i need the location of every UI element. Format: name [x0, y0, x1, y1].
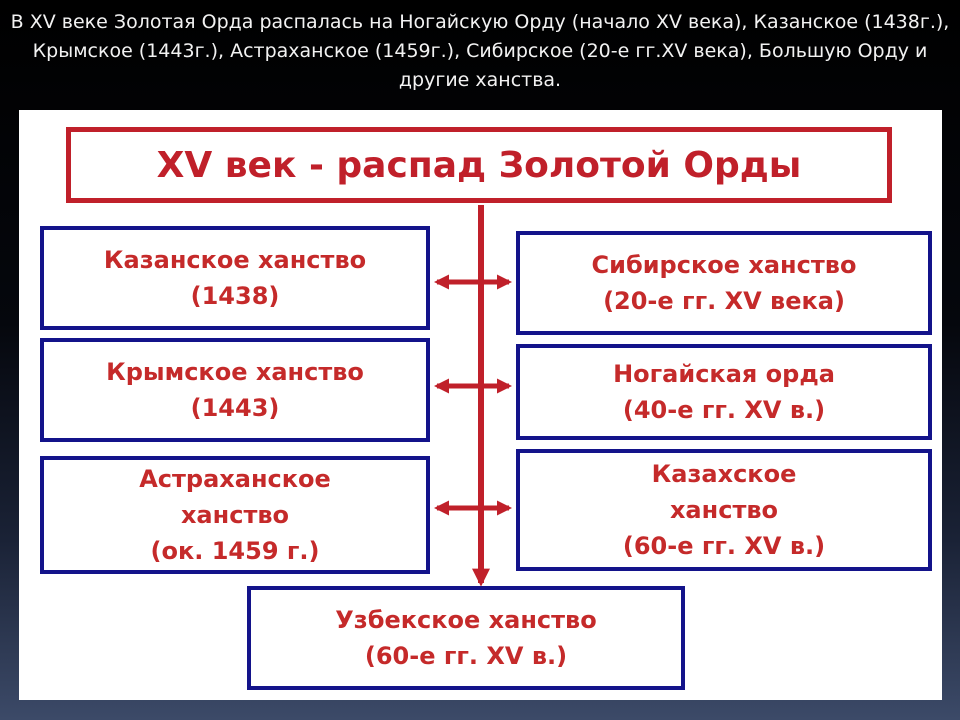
khanate-date: (40-е гг. XV в.): [622, 396, 826, 424]
connector-arrows: [434, 205, 512, 587]
khanate-date: (60-е гг. XV в.): [622, 532, 826, 560]
khanate-date: (20-е гг. XV века): [603, 287, 845, 315]
khanate-box-kazan: Казанское ханство (1438): [40, 226, 430, 330]
khanate-name: Сибирское ханство: [591, 251, 857, 279]
khanate-name: Ногайская орда: [613, 360, 835, 388]
khanate-date: (1438): [190, 282, 280, 310]
khanate-name-cont: ханство: [180, 501, 290, 529]
khanate-box-astrakhan: Астраханское ханство (ок. 1459 г.): [40, 456, 430, 574]
khanate-date: (ок. 1459 г.): [150, 537, 320, 565]
diagram-title: XV век - распад Золотой Орды: [66, 127, 892, 203]
khanate-name: Крымское ханство: [106, 358, 364, 386]
slide-caption: В XV веке Золотая Орда распалась на Нога…: [10, 11, 950, 91]
khanate-name: Казанское ханство: [103, 246, 367, 274]
khanate-box-uzbek: Узбекское ханство (60-е гг. XV в.): [247, 586, 685, 690]
khanate-box-crimea: Крымское ханство (1443): [40, 338, 430, 442]
khanate-box-kazakh: Казахское ханство (60-е гг. XV в.): [516, 449, 932, 571]
diagram-panel: XV век - распад Золотой Орды Казанское х…: [19, 110, 942, 700]
khanate-name-cont: ханство: [669, 496, 779, 524]
khanate-date: (1443): [190, 394, 280, 422]
khanate-box-nogai: Ногайская орда (40-е гг. XV в.): [516, 344, 932, 440]
khanate-name: Узбекское ханство: [335, 606, 597, 634]
khanate-name: Астраханское: [139, 465, 331, 493]
khanate-date: (60-е гг. XV в.): [364, 642, 568, 670]
khanate-name: Казахское: [651, 460, 797, 488]
khanate-box-siberia: Сибирское ханство (20-е гг. XV века): [516, 231, 932, 335]
